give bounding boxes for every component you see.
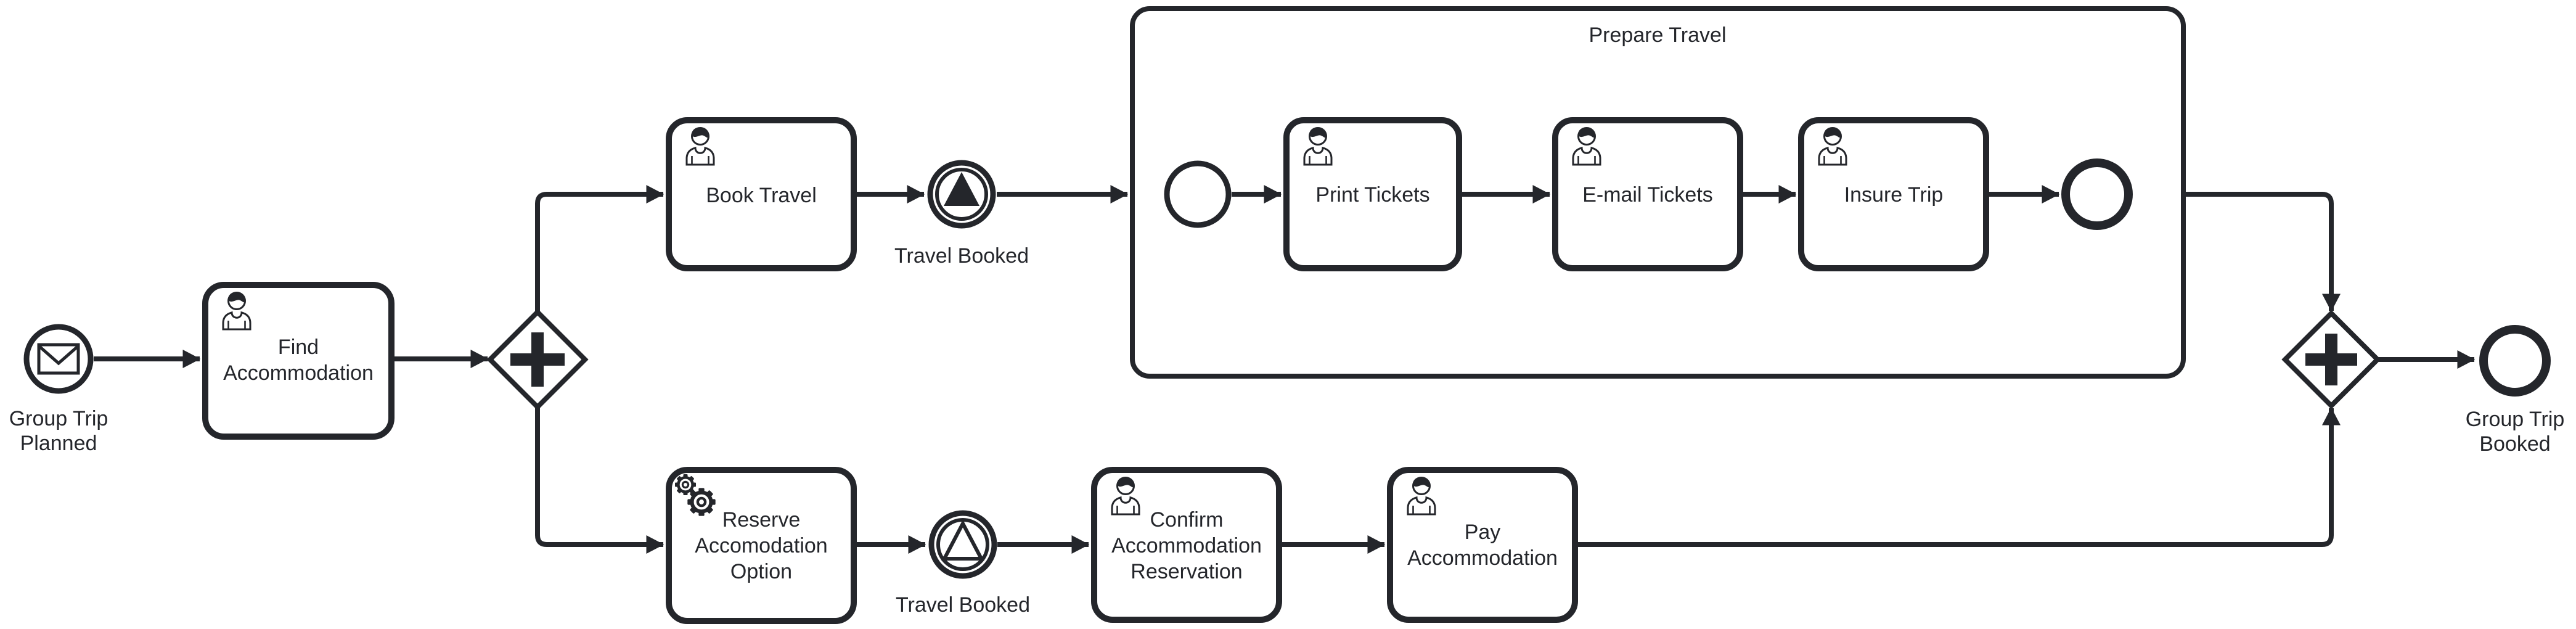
task-shape[interactable] <box>666 467 857 624</box>
flow-split-gateway-to-book-travel <box>535 185 664 312</box>
task-label-line3: Reservation <box>1131 560 1242 583</box>
task-confirm-accommodation-reservation[interactable]: Confirm Accommodation Reservation <box>1091 467 1282 623</box>
task-pay-accommodation[interactable]: Pay Accommodation <box>1387 467 1578 623</box>
flow-split-gateway-to-reserve-accomodation <box>535 407 664 554</box>
task-label-line1: Reserve <box>722 508 801 532</box>
subprocess-title: Prepare Travel <box>1589 23 1727 47</box>
end-event-label-line1: Group Trip <box>2466 408 2565 431</box>
envelope-icon <box>37 343 80 375</box>
task-shape[interactable] <box>1798 117 1989 271</box>
task-find-accommodation[interactable]: Find Accommodation <box>202 282 395 440</box>
start-event-group-trip-planned[interactable]: Group Trip Planned <box>9 324 108 455</box>
sub-start-event[interactable] <box>1164 160 1232 228</box>
task-print-tickets[interactable]: Print Tickets <box>1283 117 1462 271</box>
flow-pay-accommodation-to-join-gateway <box>1578 407 2341 547</box>
task-label-line3: Option <box>730 560 792 583</box>
task-book-travel[interactable]: Book Travel <box>666 117 857 271</box>
task-label-line1: Pay <box>1465 520 1501 544</box>
task-label-line1: Confirm <box>1150 508 1223 532</box>
end-event-circle[interactable] <box>2061 158 2133 230</box>
event-label: Travel Booked <box>894 244 1029 268</box>
start-event-circle[interactable] <box>1164 160 1232 228</box>
sequence-flows <box>94 185 2476 554</box>
task-shape[interactable] <box>1552 117 1743 271</box>
task-label-line2: Accommodation <box>1407 546 1558 570</box>
end-event-group-trip-booked[interactable]: Group Trip Booked <box>2466 325 2565 456</box>
task-email-tickets[interactable]: E-mail Tickets <box>1552 117 1743 271</box>
event-inner-ring <box>935 168 988 221</box>
end-event-circle[interactable] <box>2479 325 2551 397</box>
task-insure-trip[interactable]: Insure Trip <box>1798 117 1989 271</box>
task-label-line2: Accommodation <box>223 361 374 385</box>
task-label-line2: Accommodation <box>1111 534 1262 557</box>
task-shape[interactable] <box>1387 467 1578 623</box>
signal-triangle-icon <box>941 519 984 561</box>
task-label-line2: Accomodation <box>695 534 827 557</box>
start-event-label-line1: Group Trip <box>9 407 108 430</box>
intermediate-event-travel-booked-catch[interactable]: Travel Booked <box>896 510 1030 617</box>
signal-triangle-icon <box>944 172 979 206</box>
task-label-line1: Find <box>278 335 319 359</box>
flow-subprocess-to-join-gateway <box>2186 192 2341 312</box>
sub-end-event[interactable] <box>2061 158 2133 230</box>
plus-icon <box>2305 334 2357 385</box>
parallel-gateway-split[interactable] <box>486 308 589 411</box>
intermediate-event-travel-booked-throw[interactable]: Travel Booked <box>894 160 1029 268</box>
event-label: Travel Booked <box>896 593 1030 617</box>
start-event-label-line2: Planned <box>20 432 97 455</box>
plus-icon <box>510 332 565 387</box>
task-shape[interactable] <box>202 282 395 440</box>
task-label: Book Travel <box>706 184 817 207</box>
task-shape[interactable] <box>1091 467 1282 623</box>
task-shape[interactable] <box>666 117 857 271</box>
parallel-gateway-join[interactable] <box>2281 310 2381 409</box>
task-label: Insure Trip <box>1844 183 1944 207</box>
task-label: Print Tickets <box>1315 183 1429 207</box>
task-label: E-mail Tickets <box>1582 183 1713 207</box>
end-event-label-line2: Booked <box>2479 432 2550 456</box>
task-reserve-accomodation-option[interactable]: Reserve Accomodation Option <box>666 467 857 624</box>
